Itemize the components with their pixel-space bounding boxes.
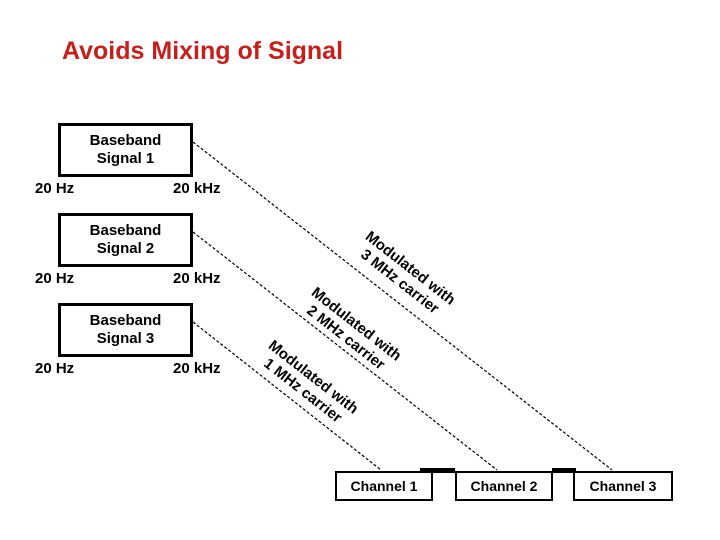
channel-box-1: Channel 1 (335, 471, 433, 501)
baseband-box-1: Baseband Signal 1 (58, 123, 193, 177)
modulation-line-signal2-to-channel2 (192, 231, 498, 471)
baseband-box-label-line2: Signal 3 (96, 330, 155, 347)
baseband-box-label-line1: Baseband (89, 222, 162, 239)
modulation-line-signal1-to-channel3 (192, 141, 613, 471)
baseband-box-label-line2: Signal 1 (96, 150, 155, 167)
channel-label: Channel 3 (589, 478, 657, 494)
freq-low-label-2: 20 Hz (35, 270, 75, 287)
channel-gap-connector-2 (552, 468, 576, 473)
freq-low-label-3: 20 Hz (35, 360, 75, 377)
baseband-box-label-line1: Baseband (89, 132, 162, 149)
baseband-box-label-line2: Signal 2 (96, 240, 155, 257)
freq-high-label-1: 20 kHz (173, 180, 221, 197)
baseband-box-2: Baseband Signal 2 (58, 213, 193, 267)
freq-high-label-3: 20 kHz (173, 360, 221, 377)
channel-gap-connector-1 (420, 468, 455, 473)
freq-low-label-1: 20 Hz (35, 180, 75, 197)
baseband-box-3: Baseband Signal 3 (58, 303, 193, 357)
channel-box-3: Channel 3 (573, 471, 673, 501)
baseband-box-label-line1: Baseband (89, 312, 162, 329)
freq-high-label-2: 20 kHz (173, 270, 221, 287)
slide-title: Avoids Mixing of Signal (62, 37, 344, 65)
channel-label: Channel 1 (350, 478, 418, 494)
channel-box-2: Channel 2 (455, 471, 553, 501)
channel-label: Channel 2 (470, 478, 538, 494)
